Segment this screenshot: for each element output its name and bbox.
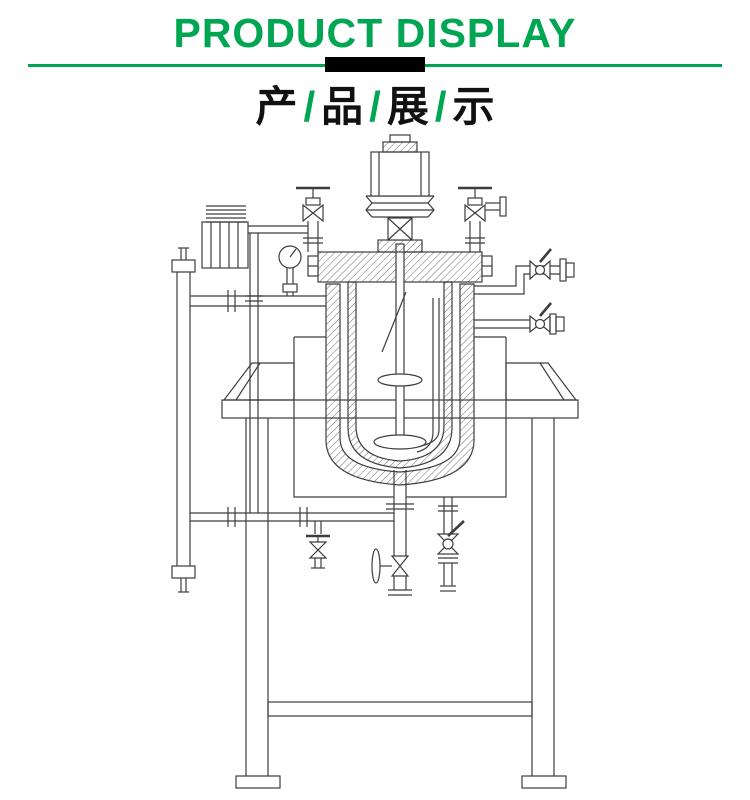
subtitle-char: 品	[321, 83, 364, 130]
subtitle-char: 示	[452, 83, 495, 130]
level-gauge	[171, 247, 394, 593]
finned-drive-unit	[201, 205, 308, 269]
right-top-valve	[458, 186, 507, 252]
outer-shell	[293, 336, 507, 498]
subtitle-char: 展	[386, 83, 429, 130]
subtitle: 产 / 品 / 展 / 示	[0, 83, 750, 130]
title-divider-bar	[325, 57, 425, 72]
subtitle-slash: /	[434, 83, 447, 130]
lower-right-valve-line	[474, 302, 565, 335]
left-feed-pipe	[245, 233, 263, 513]
page-title: PRODUCT DISPLAY	[173, 10, 577, 56]
subtitle-char: 产	[255, 83, 298, 130]
agitator	[373, 243, 440, 453]
subtitle-slash: /	[303, 83, 316, 130]
bottom-left-valve	[306, 521, 330, 569]
bottom-right-valve	[436, 497, 465, 592]
upper-right-valve-line	[474, 248, 575, 295]
jacket-wall	[325, 283, 475, 486]
bottom-discharge-valve	[371, 470, 414, 596]
agitator-motor	[365, 134, 435, 253]
subtitle-slash: /	[369, 83, 381, 130]
pressure-gauge	[278, 245, 302, 296]
left-top-valve	[296, 186, 330, 252]
